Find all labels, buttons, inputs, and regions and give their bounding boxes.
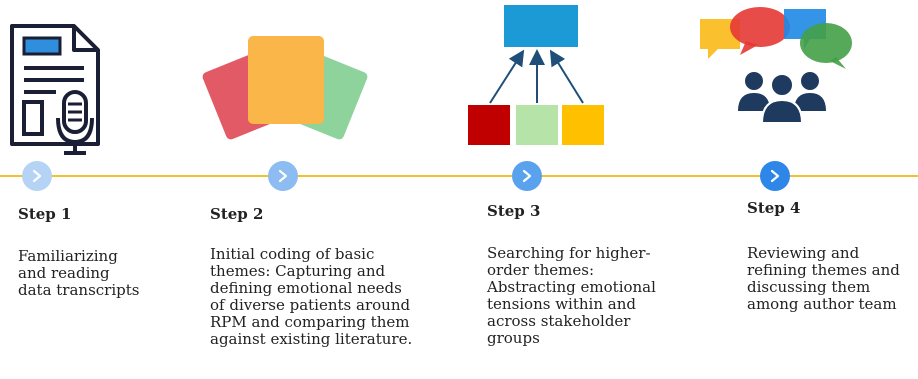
hierarchy-boxes-icon [468, 5, 604, 145]
step-4-node[interactable] [760, 161, 790, 191]
timeline-line [0, 175, 918, 177]
step-1-title: Step 1 [18, 205, 72, 223]
team-discussion-icon [700, 7, 852, 124]
step-4-title: Step 4 [747, 199, 801, 217]
document-microphone-icon [10, 24, 100, 155]
chevron-right-icon [522, 169, 532, 183]
step-2-node[interactable] [268, 161, 298, 191]
step-1-description: Familiarizing and reading data transcrip… [18, 247, 140, 299]
step-3-title: Step 3 [487, 202, 541, 220]
step-1-node[interactable] [22, 161, 52, 191]
step-2-title: Step 2 [210, 205, 264, 223]
chevron-right-icon [770, 169, 780, 183]
chevron-right-icon [278, 169, 288, 183]
step-2-description: Initial coding of basic themes: Capturin… [210, 245, 413, 348]
step-3-node[interactable] [512, 161, 542, 191]
chevron-right-icon [32, 169, 42, 183]
step-3-description: Searching for higher- order themes: Abst… [487, 244, 656, 347]
colored-cards-icon [202, 36, 368, 140]
step-4-description: Reviewing and refining themes and discus… [747, 244, 900, 313]
